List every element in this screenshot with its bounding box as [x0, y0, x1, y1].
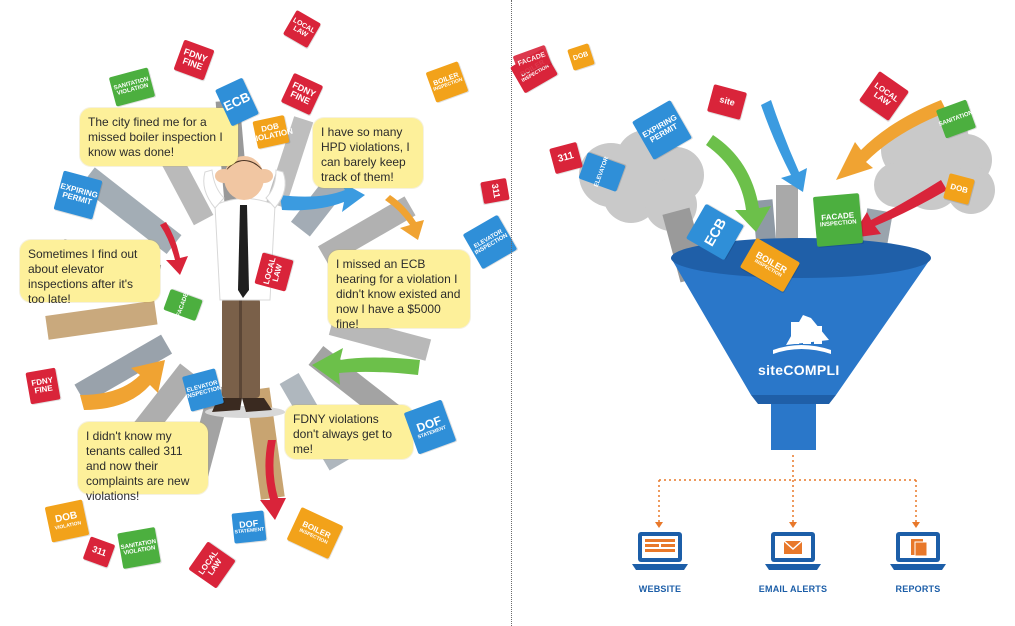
- speech-bubble-boiler: The city fined me for a missed boiler in…: [80, 108, 238, 166]
- red-arrow-2: [160, 222, 188, 275]
- orange-arrow: [80, 360, 165, 410]
- output-connectors: [658, 455, 917, 525]
- tag-311: 311: [480, 177, 510, 205]
- bubble-text: Sometimes I find out about elevator insp…: [28, 247, 138, 306]
- bubble-text: I missed an ECB hearing for a violation …: [336, 257, 461, 331]
- speech-bubble-elevator: Sometimes I find out about elevator insp…: [20, 240, 160, 306]
- speech-bubble-ecb: I missed an ECB hearing for a violation …: [328, 250, 470, 331]
- funnel: [671, 238, 931, 450]
- website-icon: [632, 532, 688, 570]
- orange-arrow-small: [385, 195, 424, 240]
- red-arrow: [260, 440, 286, 520]
- website-label: WEBSITE: [638, 584, 682, 594]
- red-arrow-funnel: [851, 180, 947, 238]
- bubble-text: FDNY violations don't always get to me!: [293, 412, 393, 456]
- reports-icon: [890, 532, 946, 570]
- orange-arrow-funnel: [836, 100, 947, 180]
- panel-divider: [511, 0, 512, 626]
- green-arrow: [312, 348, 420, 385]
- speech-bubble-hpd: I have so many HPD violations, I can bar…: [313, 118, 423, 188]
- blue-arrow: [280, 180, 365, 212]
- bubble-text: I didn't know my tenants called 311 and …: [86, 429, 190, 503]
- green-arrow-funnel: [706, 135, 771, 232]
- speech-bubble-tenants: I didn't know my tenants called 311 and …: [78, 422, 208, 503]
- sitecompli-logo: siteCOMPLI: [758, 362, 840, 378]
- speech-bubble-fdny: FDNY violations don't always get to me!: [285, 405, 413, 459]
- email-alerts-label: EMAIL ALERTS: [758, 584, 828, 594]
- email-alerts-icon: [765, 532, 821, 570]
- blue-arrow-funnel: [761, 100, 807, 192]
- reports-label: REPORTS: [895, 584, 941, 594]
- stressed-man: [203, 156, 286, 418]
- bubble-text: I have so many HPD violations, I can bar…: [321, 125, 410, 184]
- bubble-text: The city fined me for a missed boiler in…: [88, 115, 223, 159]
